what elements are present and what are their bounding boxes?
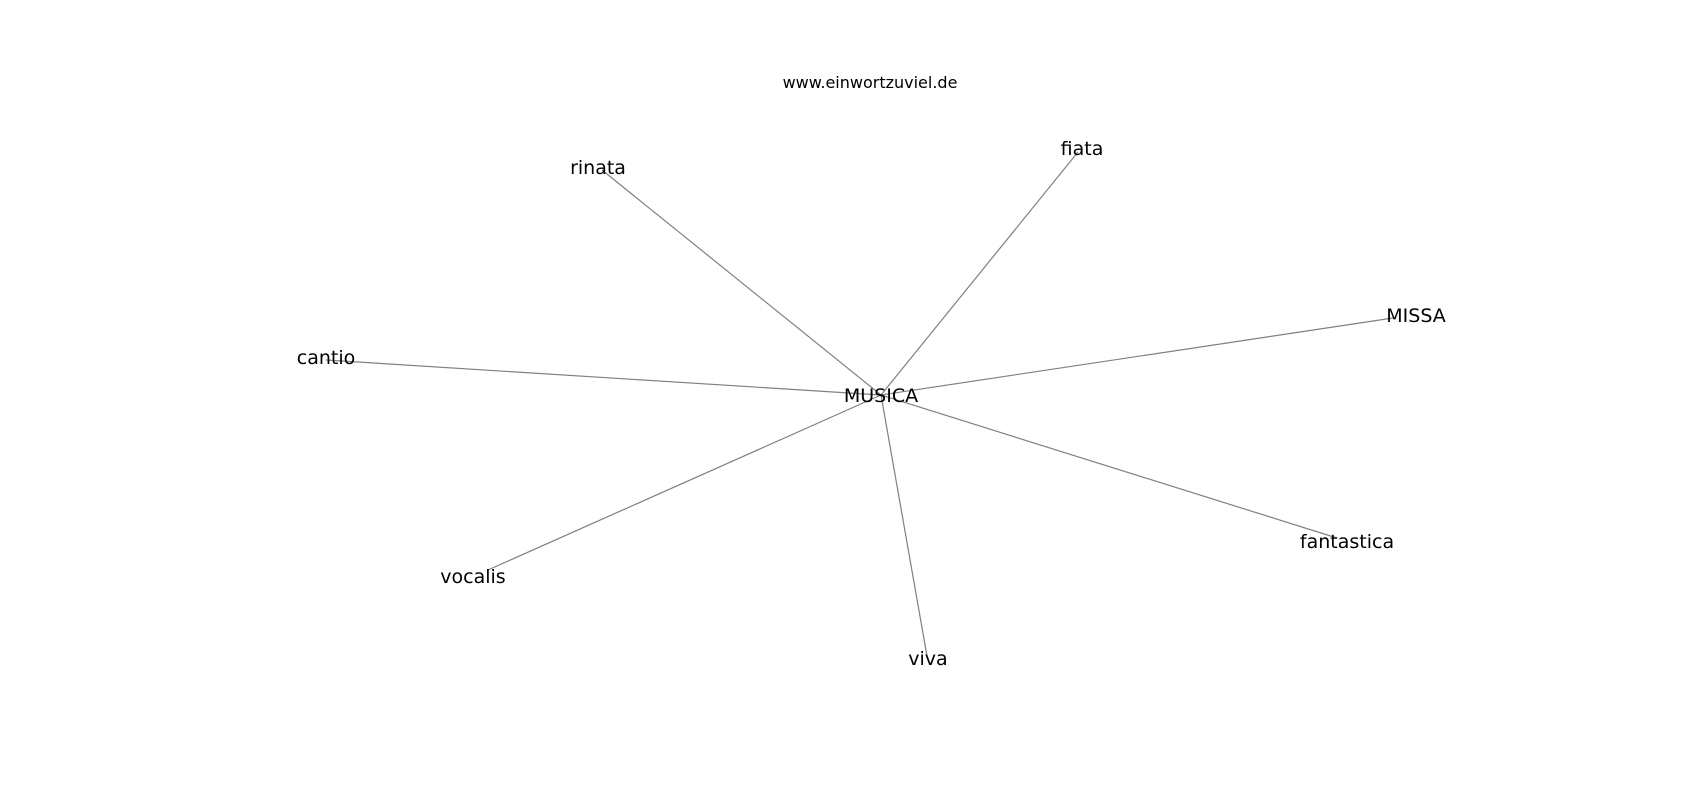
edges [325, 151, 1394, 657]
edge-musica-fantastica [880, 394, 1338, 539]
node-label-rinata: rinata [570, 157, 626, 179]
node-label-musica: MUSICA [844, 385, 918, 407]
edge-musica-vocalis [487, 394, 882, 571]
edge-musica-viva [880, 394, 928, 657]
edge-musica-missa [880, 317, 1394, 396]
node-label-cantio: cantio [297, 347, 355, 369]
edge-musica-cantio [325, 359, 882, 396]
edge-musica-rinata [601, 169, 882, 396]
node-label-fantastica: fantastica [1300, 531, 1394, 553]
node-label-viva: viva [908, 648, 947, 670]
node-label-vocalis: vocalis [440, 566, 505, 588]
site-title: www.einwortzuviel.de [783, 73, 958, 92]
node-label-missa: MISSA [1386, 305, 1445, 327]
node-labels: MUSICA rinata fiata MISSA cantio fantast… [297, 138, 1446, 670]
edge-musica-fiata [880, 151, 1079, 396]
node-label-fiata: fiata [1061, 138, 1104, 160]
